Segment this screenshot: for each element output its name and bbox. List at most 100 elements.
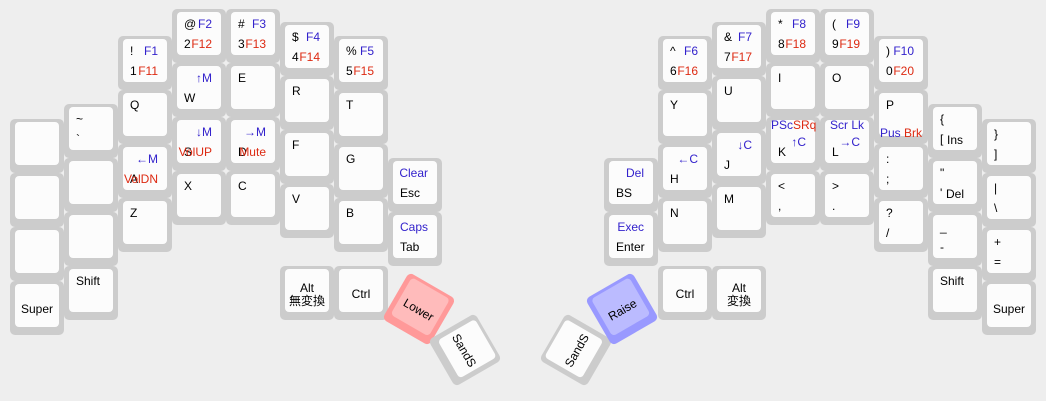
key-legend: S	[184, 145, 193, 159]
key-legend: F12	[191, 37, 212, 51]
key	[10, 227, 64, 281]
keycap-top: G	[339, 147, 383, 190]
key-legend: Del	[625, 166, 644, 180]
key-legend: F17	[731, 50, 752, 64]
key-legend: .	[832, 199, 836, 213]
key: V	[280, 184, 334, 238]
key-legend: F8	[791, 17, 806, 31]
key: +=	[982, 227, 1036, 281]
keycap-top: _-	[933, 215, 977, 258]
key-legend: F1	[143, 44, 158, 58]
keycap-top: Raise	[590, 277, 651, 337]
key-legend: F11	[138, 64, 158, 78]
key-legend: ↑C	[791, 135, 806, 149]
key	[64, 212, 118, 266]
key-legend: G	[346, 152, 356, 166]
key-legend: Scr Lk	[829, 118, 864, 132]
key-legend: -	[940, 240, 944, 254]
key-legend: Tab	[400, 240, 420, 254]
keycap-top: ?/	[879, 201, 923, 244]
key-legend: ~	[76, 112, 84, 126]
key-legend: Ins	[946, 133, 963, 147]
keycap-top: Z	[123, 201, 167, 244]
key: H←C	[658, 144, 712, 198]
key: F	[280, 130, 334, 184]
key-legend: *	[778, 17, 783, 31]
key	[10, 173, 64, 227]
key: Q	[118, 90, 172, 144]
key-legend: Super	[20, 302, 54, 316]
key: Ctrl	[658, 266, 712, 320]
key-legend: ↑M	[196, 71, 212, 85]
key-legend: F4	[305, 30, 320, 44]
key-legend: \	[994, 201, 998, 215]
key-legend: Shift	[76, 274, 101, 288]
key: Z	[118, 198, 172, 252]
keycap-top: J↓C	[717, 133, 761, 176]
key: G	[334, 144, 388, 198]
keycap-top: Shift	[69, 269, 113, 312]
key: C	[226, 171, 280, 225]
key-legend: ,	[778, 199, 782, 213]
keycap-top: ~`	[69, 107, 113, 150]
key: O	[820, 63, 874, 117]
keycap-top: |\	[987, 176, 1031, 219]
key: >.	[820, 171, 874, 225]
key-legend: Exec	[617, 220, 644, 234]
key-legend: Ctrl	[675, 287, 695, 301]
key: Ctrl	[334, 266, 388, 320]
key-legend: 0	[886, 64, 893, 78]
keycap-top: +=	[987, 230, 1031, 273]
key: M	[712, 184, 766, 238]
keycap-top: BS Del	[609, 161, 653, 204]
key-legend: Lower	[400, 295, 437, 325]
key-legend: =	[994, 255, 1002, 269]
key-legend: VolUP	[178, 145, 212, 159]
key: ~`	[64, 104, 118, 158]
key: N	[658, 198, 712, 252]
key-legend: !	[130, 44, 134, 58]
key-legend: I	[778, 71, 782, 85]
key-legend: ↓C	[737, 138, 752, 152]
key-legend: →C	[839, 135, 860, 149]
key-legend: F9	[845, 17, 860, 31]
key-legend: Raise	[605, 296, 640, 324]
keycap-top: <,	[771, 174, 815, 217]
key-legend: 5	[346, 64, 353, 78]
key: Super	[10, 281, 64, 335]
key-legend: X	[184, 179, 193, 193]
key: Shift	[928, 266, 982, 320]
key-legend: BS	[616, 186, 633, 200]
keycap-top: SandS	[437, 318, 497, 379]
key: E	[226, 63, 280, 117]
keycap-top	[15, 122, 59, 165]
key-legend: F13	[245, 37, 266, 51]
key-legend: Clear	[399, 166, 428, 180]
key-legend: 8	[778, 37, 785, 51]
key-legend: ;	[886, 172, 890, 186]
key-legend: F20	[893, 64, 914, 78]
keycap-top: T	[339, 93, 383, 136]
key-legend: Alt	[731, 281, 746, 295]
key-legend: F5	[359, 44, 374, 58]
key-legend: ?	[886, 206, 893, 220]
key: <,	[766, 171, 820, 225]
key: T	[334, 90, 388, 144]
key-legend: >	[832, 179, 840, 193]
key-legend: +	[994, 235, 1002, 249]
key-legend: 9	[832, 37, 839, 51]
keycap-top: :;	[879, 147, 923, 190]
